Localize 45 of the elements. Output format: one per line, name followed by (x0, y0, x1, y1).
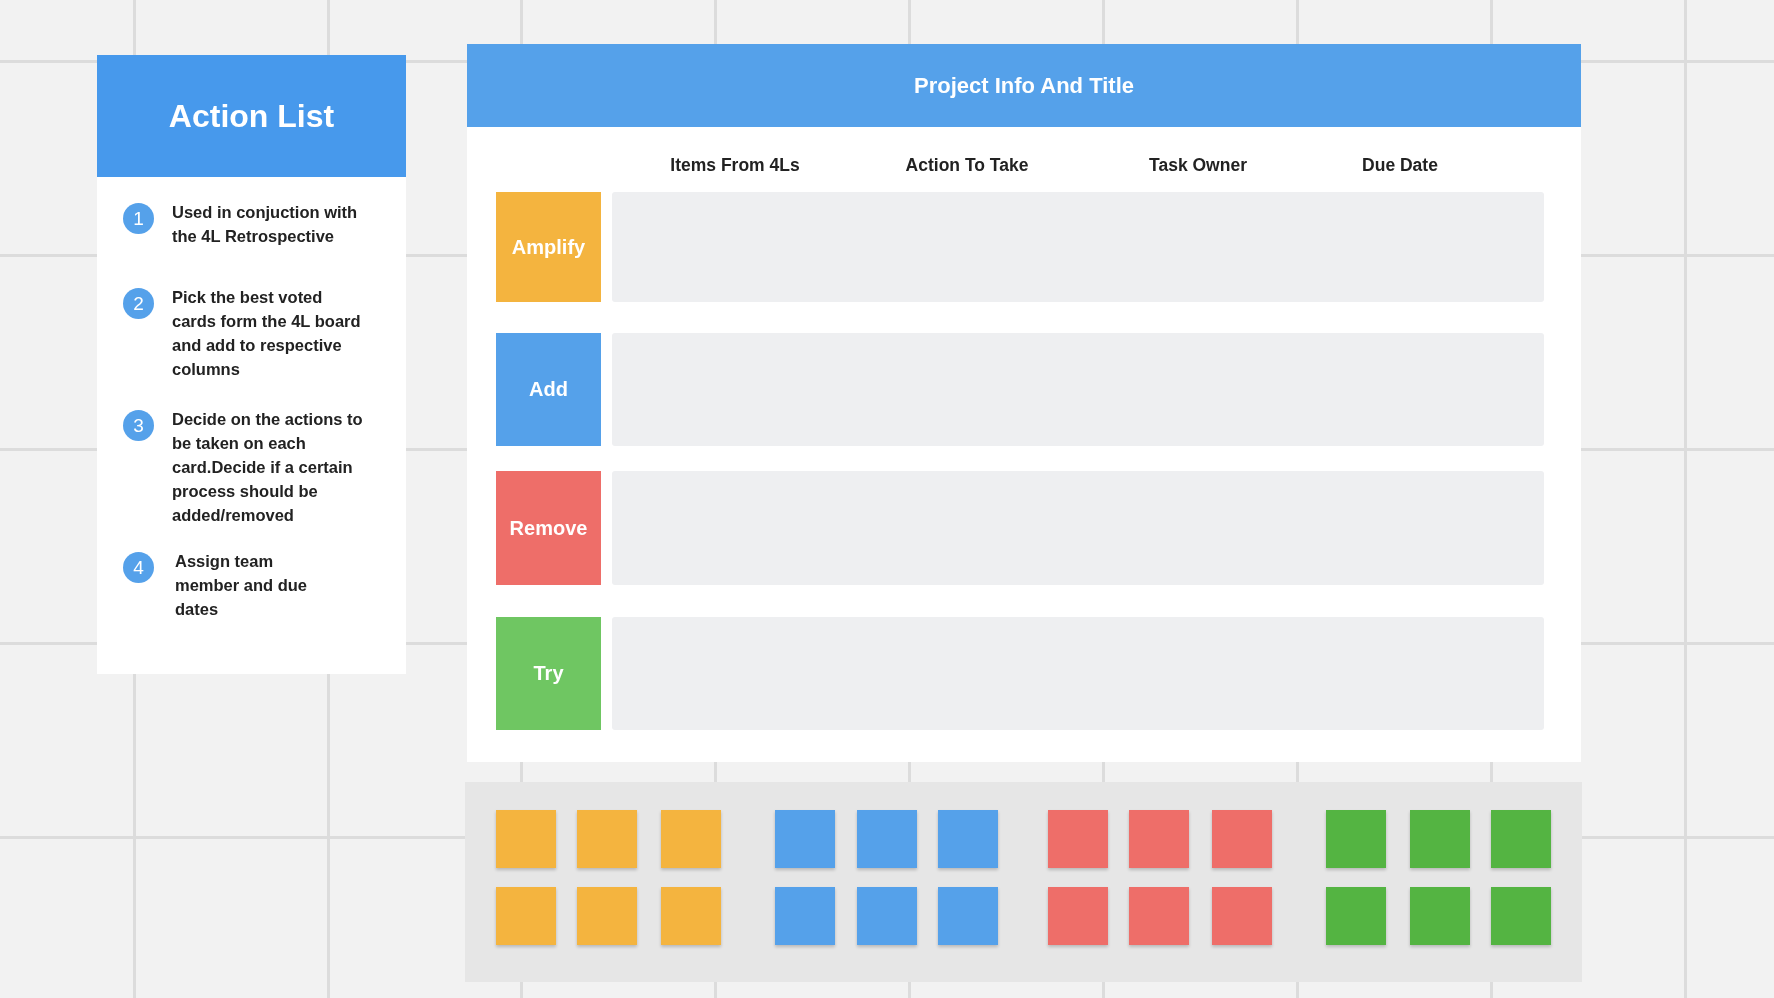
step-text: Assign team member and due dates (175, 551, 309, 620)
sticky-note (577, 887, 637, 945)
column-header: Action To Take (904, 155, 1030, 176)
sticky-note (857, 810, 917, 868)
step-number-circle: 3 (123, 410, 154, 441)
step-number-circle: 2 (123, 288, 154, 319)
step-number-circle: 1 (123, 203, 154, 234)
panel-header: Action List (97, 55, 406, 177)
step-text: Decide on the actions to be taken on each card.Decide if a certain process should be added/removed (172, 409, 364, 526)
category-card: Remove (496, 471, 601, 585)
column-header: Due Date (1361, 155, 1439, 176)
sticky-note (496, 810, 556, 868)
card-tray (465, 782, 1582, 982)
panel-header: Project Info And Title (467, 44, 1581, 127)
sticky-note (661, 810, 721, 868)
category-card: Add (496, 333, 601, 446)
sticky-note (938, 810, 998, 868)
action-list-panel (97, 55, 406, 674)
step-text: Used in conjuction with the 4L Retrospective (172, 202, 359, 247)
sticky-note (857, 887, 917, 945)
sticky-note (775, 810, 835, 868)
sticky-note (1212, 810, 1272, 868)
column-header: Task Owner (1148, 155, 1248, 176)
sticky-note (1491, 887, 1551, 945)
sticky-note (1048, 887, 1108, 945)
sticky-note (1410, 887, 1470, 945)
sticky-note (1129, 887, 1189, 945)
sticky-note (775, 887, 835, 945)
category-card: Amplify (496, 192, 601, 302)
sticky-note (1491, 810, 1551, 868)
sticky-note (1326, 810, 1386, 868)
sticky-note (577, 810, 637, 868)
step-text: Pick the best voted cards form the 4L board and add to respective columns (172, 287, 362, 380)
sticky-note (1410, 810, 1470, 868)
category-card: Try (496, 617, 601, 730)
sticky-note (1326, 887, 1386, 945)
sticky-note (1129, 810, 1189, 868)
sticky-note (496, 887, 556, 945)
sticky-note (938, 887, 998, 945)
project-board-panel (467, 44, 1581, 762)
sticky-note (661, 887, 721, 945)
column-header: Items From 4Ls (669, 155, 801, 176)
sticky-note (1048, 810, 1108, 868)
sticky-note (1212, 887, 1272, 945)
step-number-circle: 4 (123, 552, 154, 583)
